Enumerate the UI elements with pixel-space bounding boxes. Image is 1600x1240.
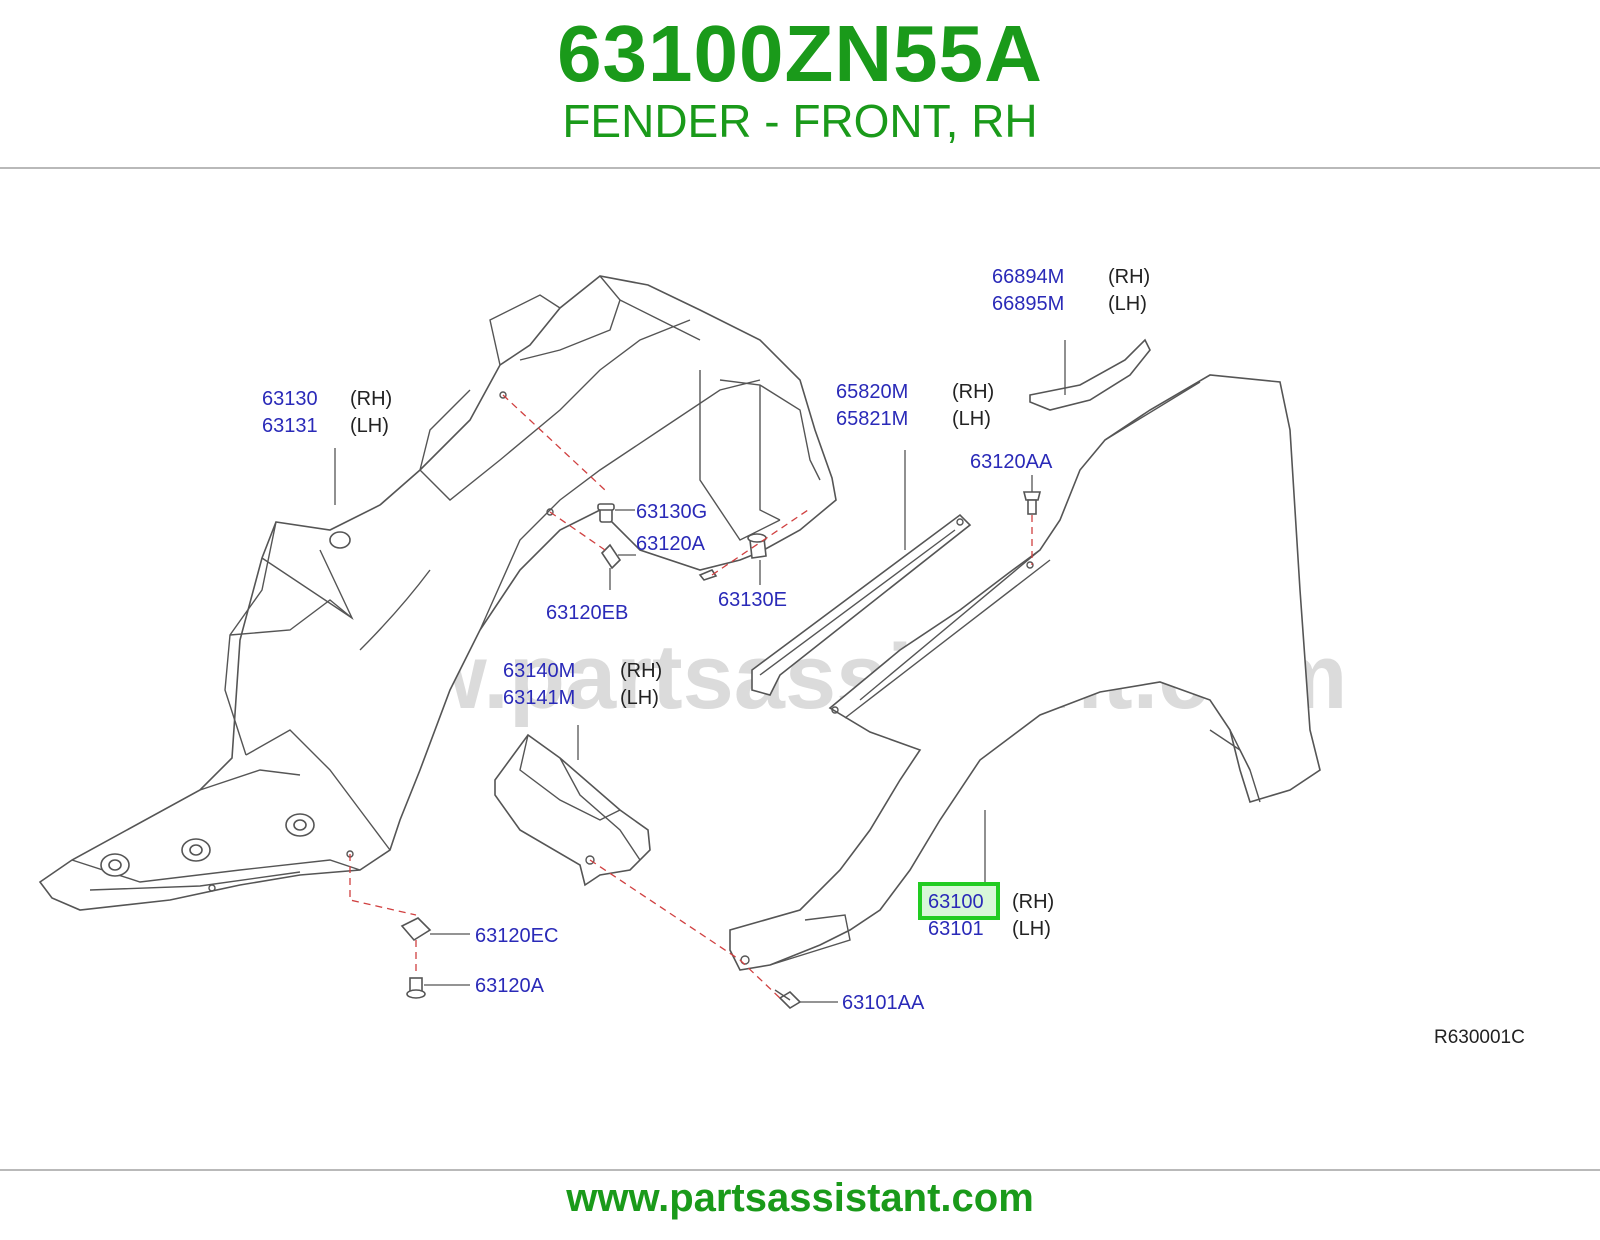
label-63131[interactable]: 63131 [262,415,318,437]
header-divider [0,167,1600,169]
side-rh: (RH) [1108,266,1150,288]
highlight-box [918,882,1000,920]
label-63120a-bottom[interactable]: 63120A [475,975,545,997]
label-65821m[interactable]: 65821M [836,408,908,430]
label-63130e[interactable]: 63130E [718,589,787,611]
label-63130[interactable]: 63130 [262,388,318,410]
side-lh: (LH) [620,687,659,709]
label-63120ec[interactable]: 63120EC [475,925,558,947]
side-lh: (LH) [350,415,389,437]
reference-code: R630001C [1434,1027,1525,1048]
side-rh: (RH) [1012,891,1054,913]
label-63100[interactable]: 63100 [928,891,984,913]
label-63101aa[interactable]: 63101AA [842,992,925,1014]
label-63120a-top[interactable]: 63120A [636,533,706,555]
label-63101[interactable]: 63101 [928,918,984,940]
part-description: FENDER - FRONT, RH [562,95,1038,147]
label-63120eb[interactable]: 63120EB [546,602,628,624]
side-lh: (LH) [1012,918,1051,940]
label-63141m[interactable]: 63141M [503,687,575,709]
parts-diagram: www.partsassistant.com [0,170,1600,1160]
diagram-canvas: www.partsassistant.com [38,266,1525,1048]
seal-66894m-drawing [1029,338,1151,411]
page-title: 63100ZN55A [557,9,1043,98]
leader-lines [334,340,1066,1003]
footer-divider [0,1169,1600,1171]
callout-labels: 66894M (RH) 66895M (LH) 65820M (RH) 6582… [262,266,1525,1048]
fasteners [400,491,1042,1010]
bracket-63140m-drawing [494,733,651,887]
side-rh: (RH) [350,388,392,410]
label-63140m[interactable]: 63140M [503,660,575,682]
side-lh: (LH) [952,408,991,430]
label-66895m[interactable]: 66895M [992,293,1064,315]
label-63120aa[interactable]: 63120AA [970,451,1053,473]
side-rh: (RH) [620,660,662,682]
header: 63100ZN55A FENDER - FRONT, RH [0,0,1600,168]
front-fender-drawing [729,374,1321,971]
fender-liner-drawing [38,275,837,911]
molding-65820m-drawing [751,513,972,696]
side-lh: (LH) [1108,293,1147,315]
label-63130g[interactable]: 63130G [636,501,707,523]
footer-url[interactable]: www.partsassistant.com [566,1176,1034,1220]
assembly-lines [349,394,1033,1001]
label-65820m[interactable]: 65820M [836,381,908,403]
label-66894m[interactable]: 66894M [992,266,1064,288]
side-rh: (RH) [952,381,994,403]
